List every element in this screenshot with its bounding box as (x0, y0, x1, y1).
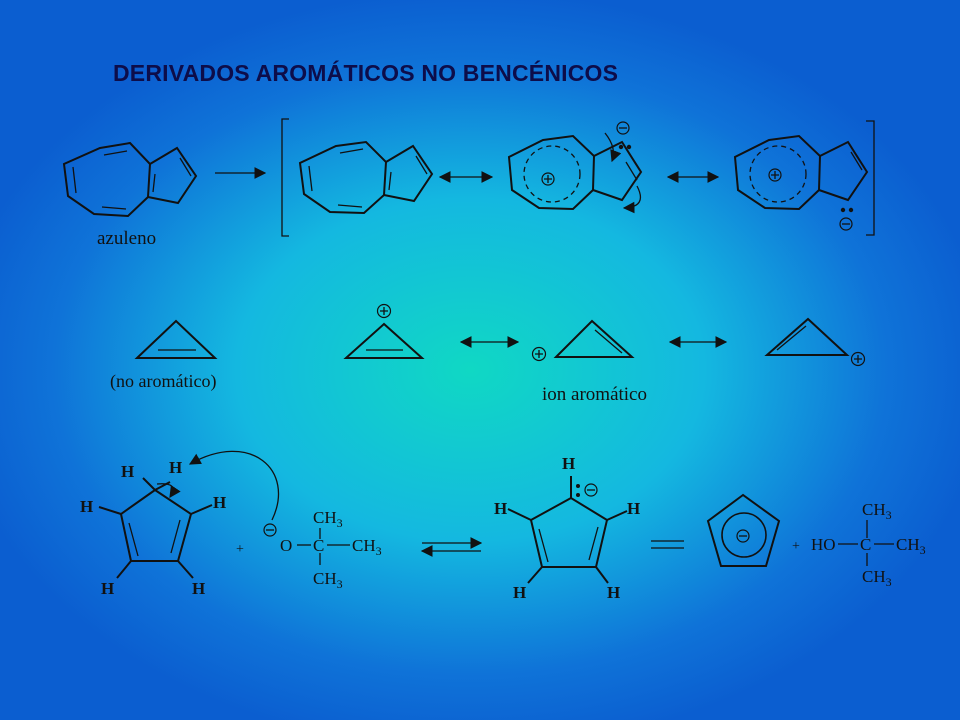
proton-transfer-arrow (188, 450, 279, 521)
atom-h: H (121, 462, 134, 481)
cyclopropenyl-cation-2: ion aromático (531, 319, 647, 405)
azulene-resonance-2 (507, 121, 643, 214)
cyclopentadienide-aromatic (706, 493, 781, 567)
azulene-resonance-1 (298, 140, 434, 215)
methyl-group: CH3 (313, 508, 343, 530)
cyclopropenyl-cation-3 (764, 317, 866, 367)
atom-h: H (80, 497, 93, 516)
atom-h: H (627, 499, 640, 518)
tert-butoxide: + O C CH3 CH3 CH3 (236, 508, 382, 591)
methyl-group: CH3 (313, 569, 343, 591)
tert-butanol: + HO C CH3 CH3 CH3 (792, 500, 926, 589)
equilibrium-arrows (420, 537, 483, 557)
atom-h: H (562, 454, 575, 473)
equivalence-sign (651, 540, 684, 549)
atom-h: H (192, 579, 205, 598)
cyclopentadiene-structure: H H H H H H (80, 458, 226, 598)
atom-o: O (280, 536, 292, 555)
resonance-bracket-right (866, 120, 875, 236)
methyl-group: CH3 (896, 535, 926, 557)
azulene-structure: azuleno (62, 141, 198, 249)
plus-sign: + (236, 542, 244, 557)
atom-h: H (213, 493, 226, 512)
slide-title: DERIVADOS AROMÁTICOS NO BENCÉNICOS (113, 60, 619, 86)
plus-sign: + (792, 539, 800, 554)
atom-h: H (607, 583, 620, 602)
atom-h: H (513, 583, 526, 602)
cyclopropenyl-cation-1 (343, 303, 425, 359)
methyl-group: CH3 (352, 536, 382, 558)
methyl-group: CH3 (862, 567, 892, 589)
methyl-group: CH3 (862, 500, 892, 522)
no-aromatico-label: (no aromático) (110, 371, 216, 392)
cyclopentadienyl-anion-structure: H H H H H (494, 454, 640, 602)
atom-h: H (101, 579, 114, 598)
atom-h: H (169, 458, 182, 477)
ion-aromatico-label: ion aromático (542, 384, 647, 405)
azulene-resonance-3 (733, 134, 869, 231)
cyclopropene-structure: (no aromático) (110, 319, 218, 392)
azuleno-label: azuleno (97, 228, 156, 249)
atom-ho: HO (811, 535, 836, 554)
atom-c: C (313, 536, 324, 555)
atom-h: H (494, 499, 507, 518)
resonance-bracket-left (281, 118, 289, 237)
atom-c: C (860, 535, 871, 554)
